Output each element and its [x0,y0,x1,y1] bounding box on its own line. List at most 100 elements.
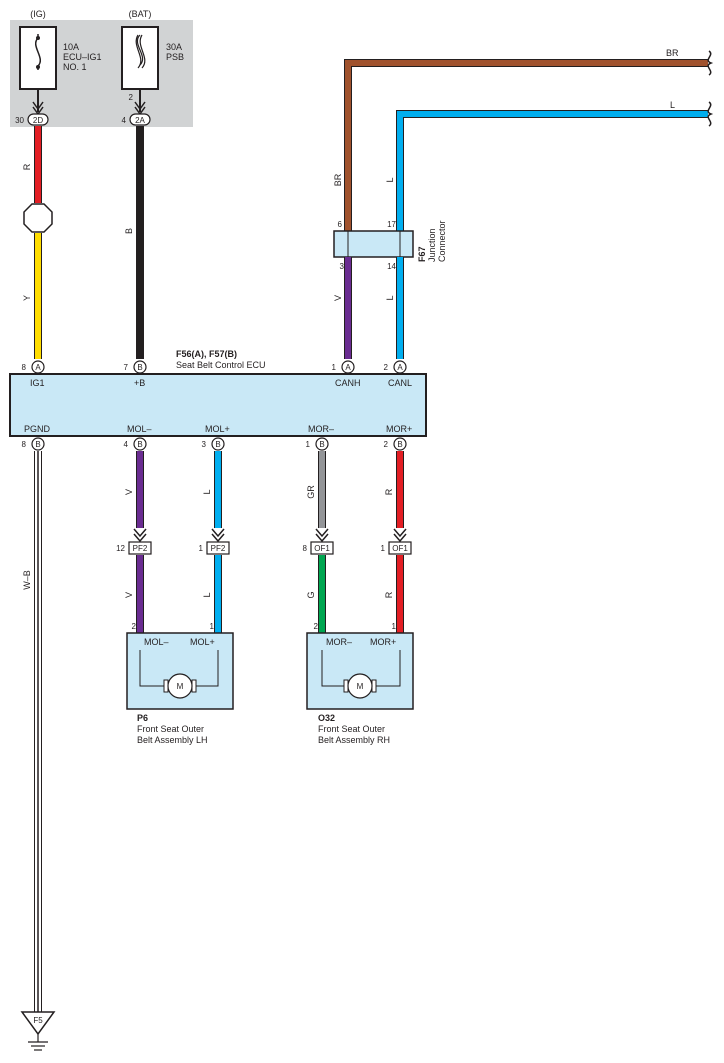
wire-label-ig-upper: R [22,163,32,170]
svg-text:OF1: OF1 [314,544,330,553]
ig-fuse-rating: 10A [63,42,79,52]
ground-label: F5 [33,1016,43,1025]
ecu-top-pin-plus-b: B 7 +B [124,360,147,388]
inline-connector-pf2-b: PF2 1 [199,541,230,555]
svg-text:7: 7 [124,363,129,372]
connector-2d-pin: 30 [15,116,24,125]
wire-label-mor-minus-upper: GR [306,485,316,499]
inline-connector-of1-b: OF1 1 [381,541,412,555]
wire-label-canl: L [385,295,395,300]
svg-text:3: 3 [202,440,207,449]
wire-label-mol-plus-lower: L [202,592,212,597]
connector-2d-label: 2D [33,116,43,125]
svg-text:8: 8 [22,440,27,449]
wire-label-canh: V [333,295,343,301]
wire-label-ground: W–B [22,570,32,590]
svg-text:CANL: CANL [388,378,412,388]
wire-label-br-top: BR [666,48,679,58]
wire-label-mol-minus-upper: V [124,489,134,495]
svg-text:8: 8 [303,544,308,553]
svg-text:2: 2 [132,622,137,631]
wire-l [397,111,708,232]
motor-assembly-rh: 2 1 MOR– MOR+ M [306,622,414,710]
motor-lh-id: P6 [137,713,148,723]
junction-connector-f67 [333,230,414,258]
svg-text:2: 2 [384,363,389,372]
wire-br [345,60,708,232]
svg-text:A: A [345,363,351,372]
connector-2a-pin: 4 [122,116,127,125]
inline-connector-of1-a: OF1 8 [303,541,334,555]
ig-fuse-name-2: NO. 1 [63,62,87,72]
bat-fuse-rating: 30A [166,42,182,52]
svg-text:1: 1 [210,622,215,631]
ground-triangle [20,1011,56,1036]
ecu-top-pin-ig1: A 8 IG1 [22,360,45,388]
ecu-description: Seat Belt Control ECU [176,360,266,370]
svg-text:CANH: CANH [335,378,361,388]
svg-text:B: B [397,440,402,449]
motor-lh-line2: Belt Assembly LH [137,735,208,745]
svg-text:A: A [397,363,403,372]
svg-text:+B: +B [134,378,145,388]
motor-assembly-lh: 2 1 MOL– MOL+ M [126,622,234,710]
wire-label-l-top: L [670,100,675,110]
motor-icon [167,673,193,699]
svg-text:MOL+: MOL+ [205,424,230,434]
svg-text:2: 2 [384,440,389,449]
ecu-name: F56(A), F57(B) [176,349,237,359]
connector-2d [27,113,49,126]
svg-text:MOR–: MOR– [308,424,334,434]
chevron-down-icon [133,528,147,543]
wire-label-br-vert: BR [333,173,343,186]
svg-text:MOL–: MOL– [127,424,152,434]
bat-fuse-name: PSB [166,52,184,62]
connector-2a-label: 2A [135,116,145,125]
svg-text:M: M [357,682,364,691]
ecu-bottom-pin-pgnd: PGND B 8 [22,424,51,451]
svg-text:4: 4 [124,440,129,449]
svg-text:12: 12 [116,544,125,553]
ecu-top-pin-canh: A 1 CANH [332,360,361,388]
svg-text:OF1: OF1 [392,544,408,553]
svg-text:IG1: IG1 [30,378,45,388]
seat-belt-control-ecu [9,373,427,437]
wire-label-ig-lower: Y [22,295,32,301]
svg-text:MOL–: MOL– [144,637,169,647]
svg-text:PF2: PF2 [133,544,148,553]
wire-break-br-icon [707,50,714,76]
svg-text:PGND: PGND [24,424,51,434]
motor-lh-line1: Front Seat Outer [137,724,204,734]
ecu-bottom-pin-mol-plus: MOL+ B 3 [202,424,230,451]
junction-pin-l-in: 17 [387,220,396,229]
svg-text:2: 2 [314,622,319,631]
wire-label-bat: B [124,228,134,234]
ecu-top-pin-canl: A 2 CANL [384,360,412,388]
svg-text:B: B [215,440,220,449]
junction-pin-v: 3 [340,262,345,271]
wire-label-mor-minus-lower: G [306,591,316,598]
svg-text:A: A [35,363,41,372]
svg-text:M: M [177,682,184,691]
junction-desc-1: Junction [427,228,437,262]
bat-fuse-pin: 2 [129,93,134,102]
svg-text:PF2: PF2 [211,544,226,553]
ecu-bottom-pin-mor-plus: MOR+ B 2 [384,424,412,451]
ig-source-label: (IG) [30,9,46,19]
wire-label-l-vert: L [385,177,395,182]
ig-fuse-terminal-bottom [36,65,40,69]
chevron-down-icon [315,528,329,543]
wire-break-l-icon [707,101,714,127]
connector-2a [129,113,151,126]
chevron-down-icon [393,528,407,543]
ig-fuse-name-1: ECU–IG1 [63,52,102,62]
bat-source-label: (BAT) [129,9,152,19]
svg-text:1: 1 [381,544,386,553]
wire-label-mol-minus-lower: V [124,592,134,598]
junction-name: F67 [417,246,427,262]
bat-fuse-element [135,34,146,69]
wire-label-mor-plus-upper: R [384,488,394,495]
svg-text:B: B [319,440,324,449]
motor-rh-line2: Belt Assembly RH [318,735,390,745]
